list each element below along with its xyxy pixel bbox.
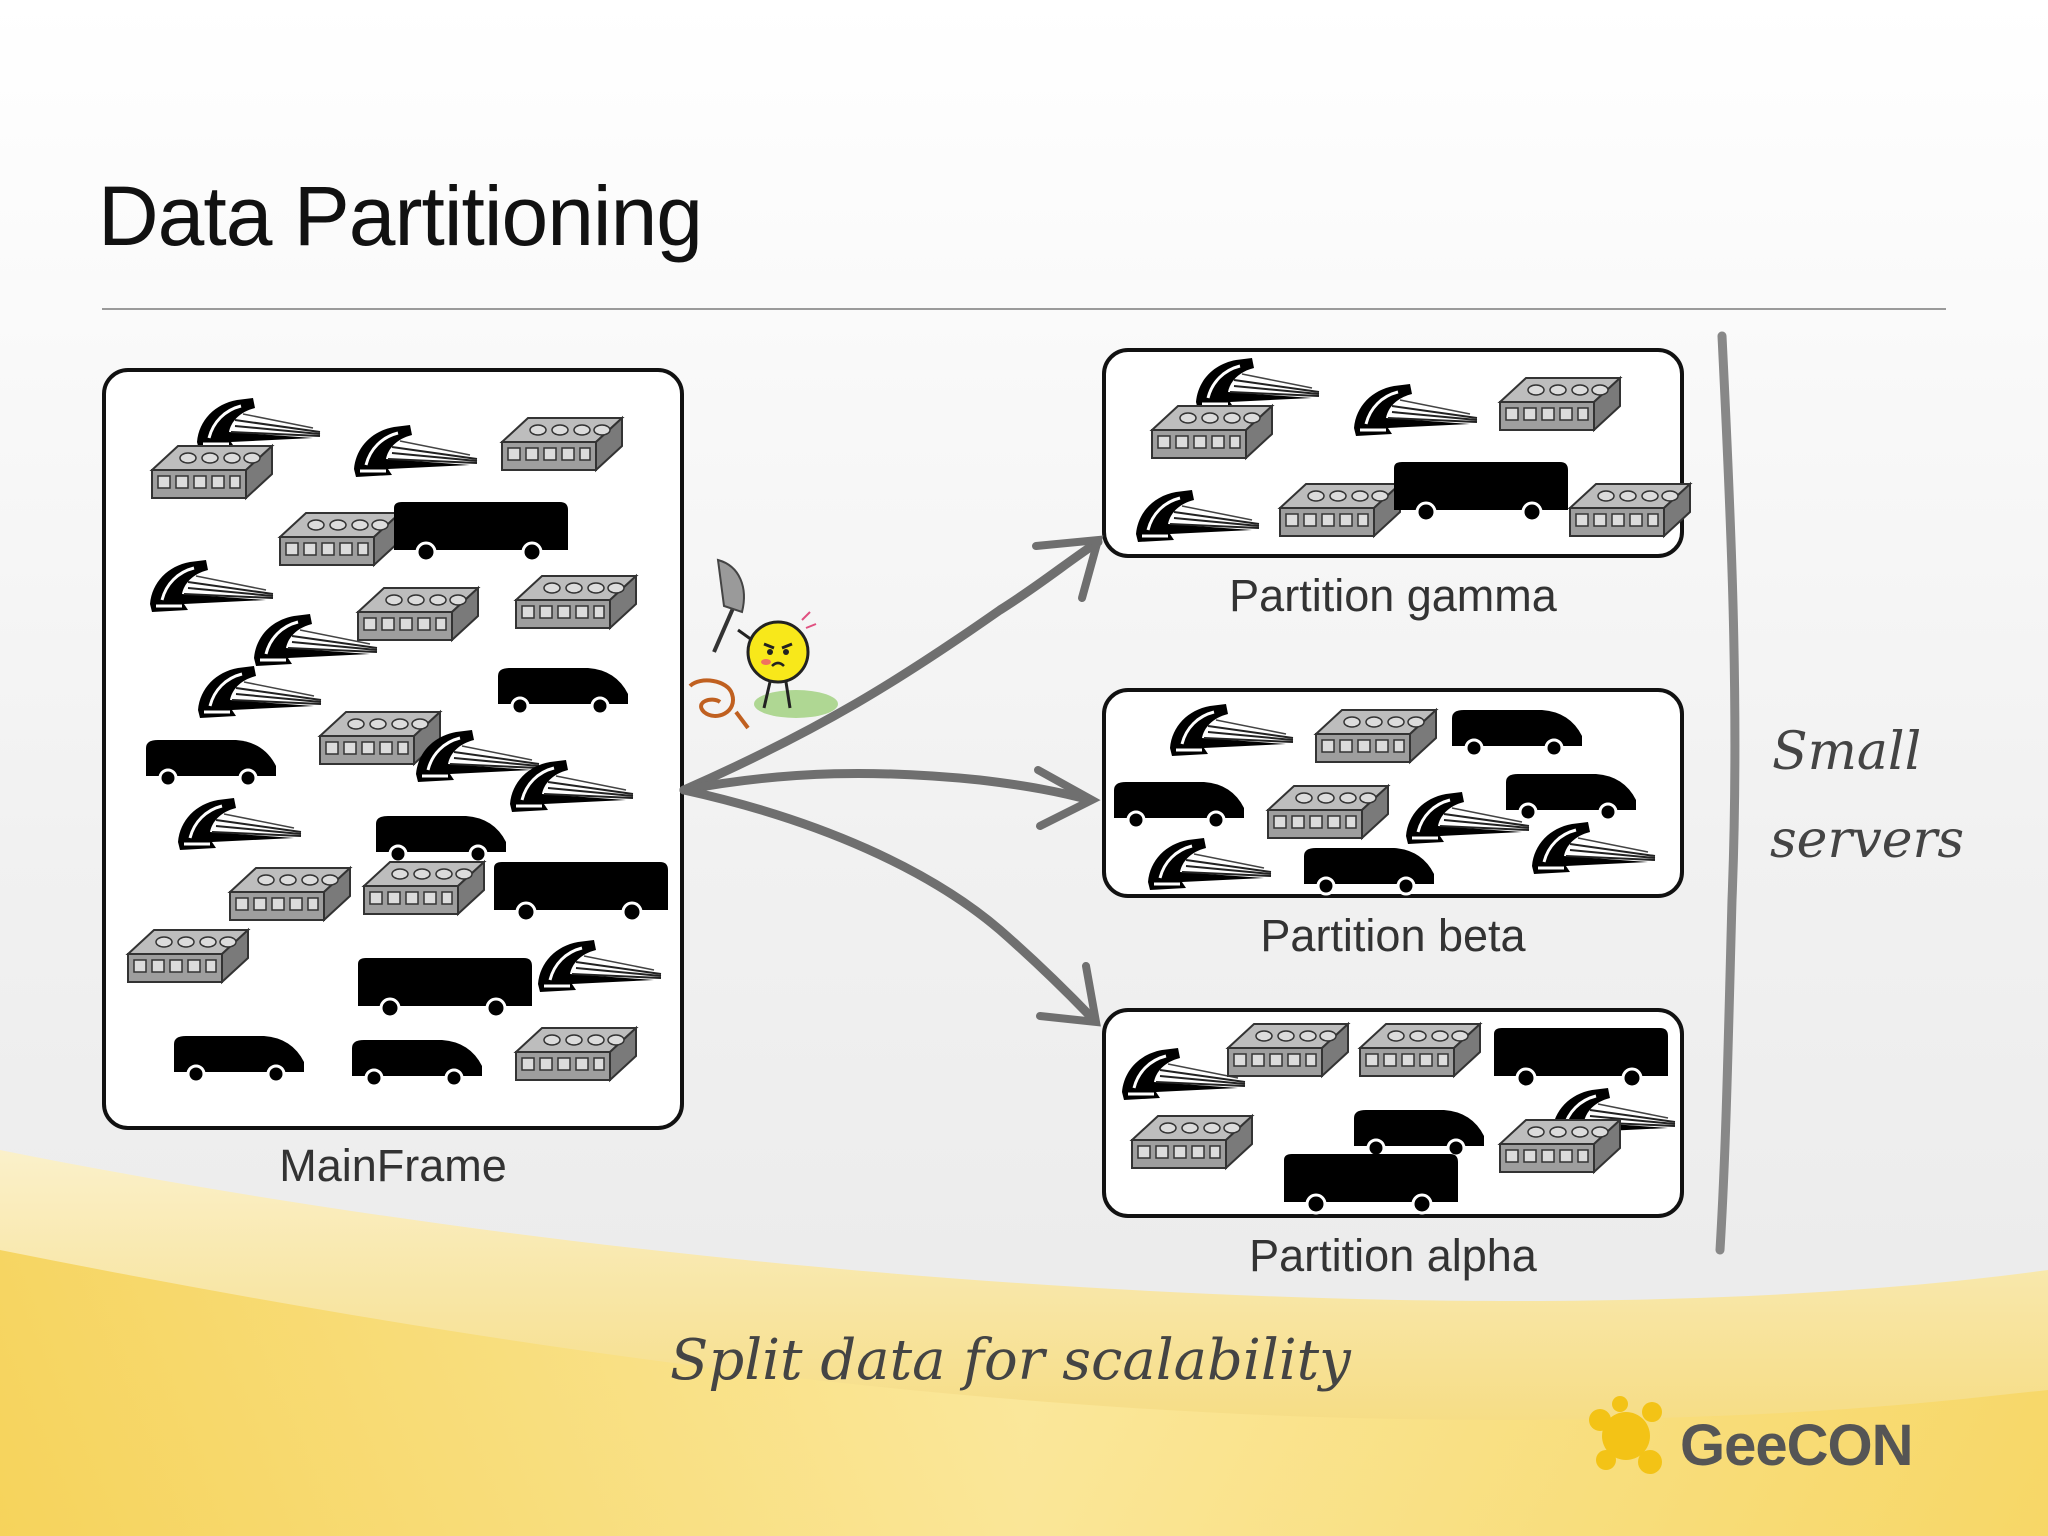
servers-divider-line (1715, 331, 1740, 1255)
building-icon (1569, 483, 1691, 537)
side-note-line-2: servers (1770, 810, 1965, 870)
partition-gamma-label: Partition gamma (1229, 570, 1557, 621)
partition-alpha-label: Partition alpha (1249, 1230, 1537, 1281)
building-icon (1359, 1023, 1481, 1077)
caption-text: Split data for scalability (670, 1328, 1351, 1393)
building-icon (357, 587, 479, 641)
building-icon (1131, 1115, 1253, 1169)
building-icon (1227, 1023, 1349, 1077)
arrowhead-alpha (1036, 962, 1101, 1027)
lumberjack-icon (688, 558, 838, 730)
partition-beta-label: Partition beta (1260, 910, 1526, 961)
building-icon (151, 445, 273, 499)
building-icon (1315, 709, 1437, 763)
arrowhead-beta (1034, 766, 1101, 830)
building-icon (515, 575, 637, 629)
building-icon (1151, 405, 1273, 459)
building-icon (363, 861, 485, 915)
yellow-wave-foreground (0, 1250, 2048, 1536)
building-icon (1267, 785, 1389, 839)
building-icon (1499, 1119, 1621, 1173)
building-icon (279, 512, 401, 566)
side-note-line-1: Small (1772, 722, 1922, 782)
arrowhead-gamma (1032, 535, 1104, 602)
building-icon (127, 929, 249, 983)
arrow-to-alpha (679, 785, 1099, 1025)
title-divider (102, 308, 1946, 310)
axe-icon (716, 558, 745, 614)
building-icon (501, 417, 623, 471)
building-icon (1279, 483, 1401, 537)
arrow-to-beta (679, 768, 1095, 805)
split-arrows (679, 535, 1104, 1027)
arrow-to-gamma (679, 537, 1103, 795)
mainframe-label: MainFrame (279, 1140, 507, 1191)
building-icon (515, 1027, 637, 1081)
geecon-logo-icon (1589, 1396, 1662, 1474)
geecon-logo-text: GeeCON (1680, 1413, 1914, 1478)
page-title: Data Partitioning (98, 169, 703, 263)
building-icon (1499, 377, 1621, 431)
building-icon (229, 867, 351, 921)
